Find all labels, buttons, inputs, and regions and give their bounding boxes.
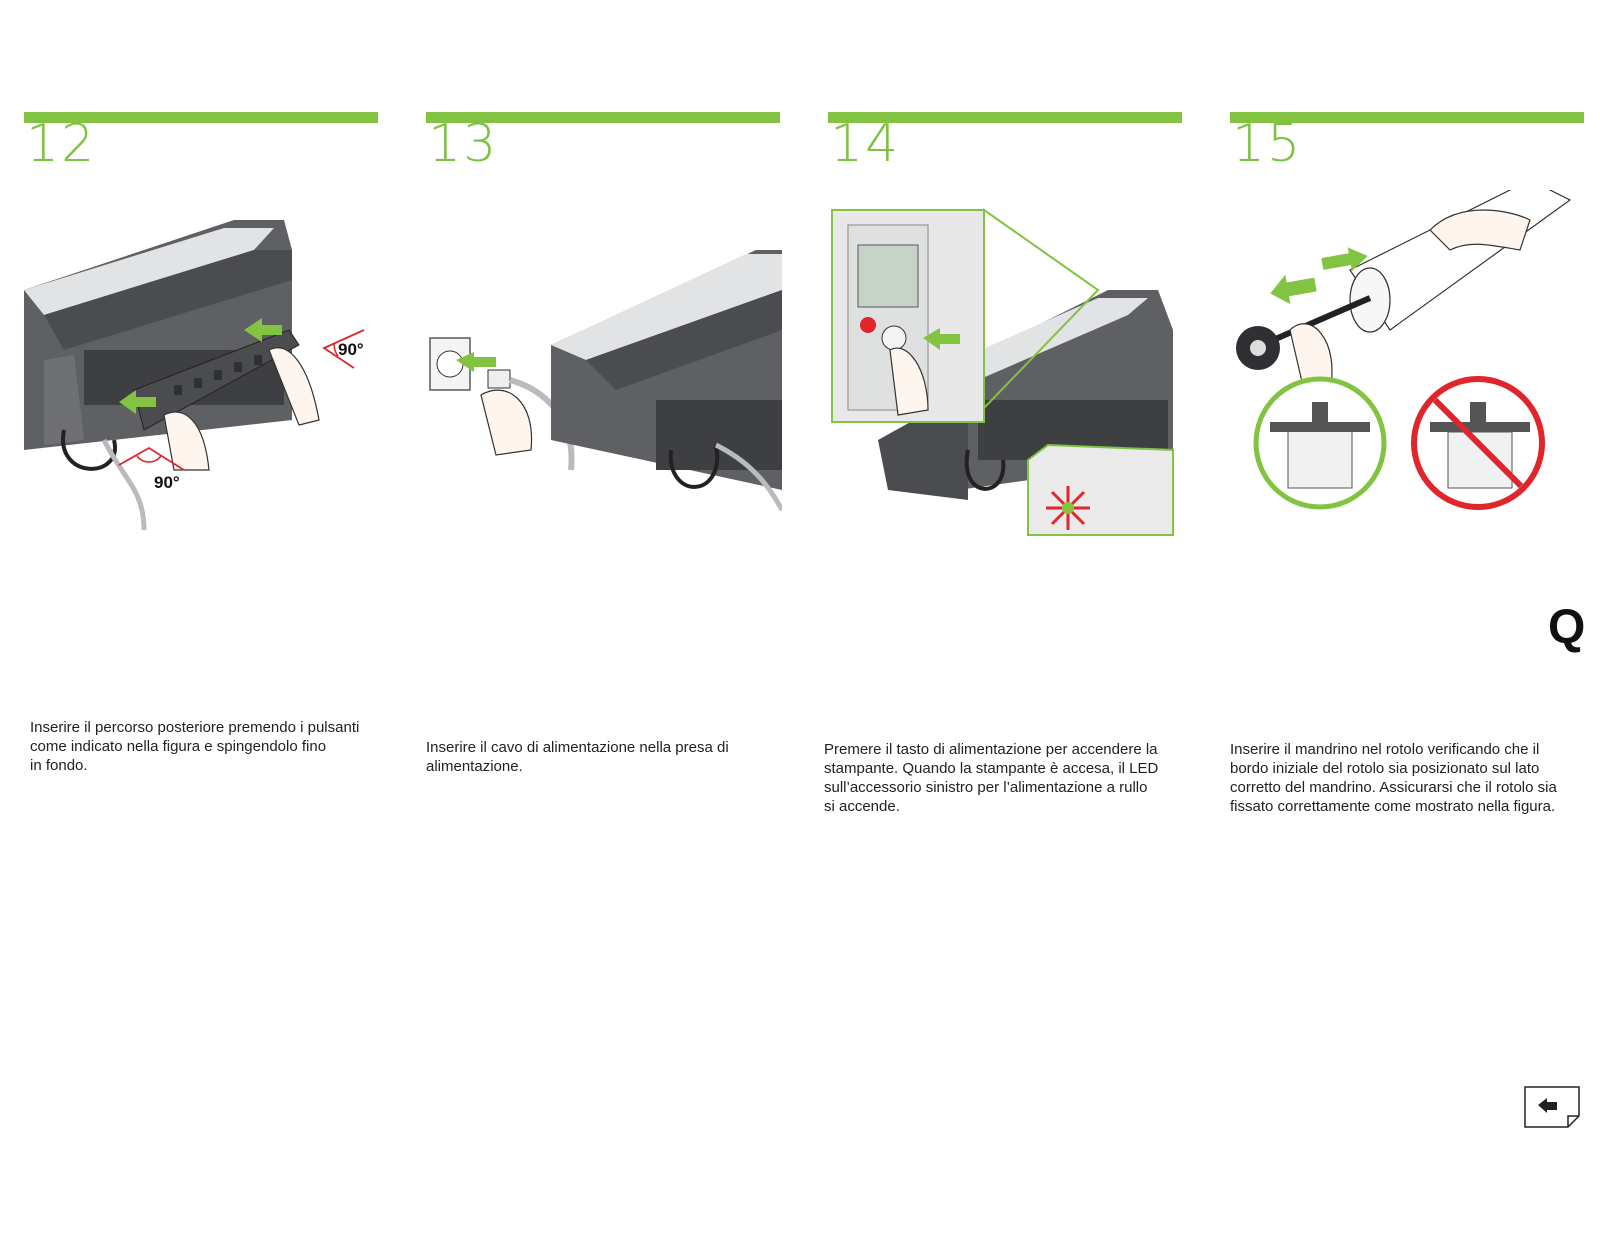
step-caption: Inserire il percorso posteriore premendo…	[30, 718, 386, 775]
caption-line: si accende.	[824, 798, 900, 815]
power-cord-illustration	[429, 250, 782, 512]
step-header-bar	[24, 112, 378, 123]
back-arrow-icon	[1524, 1086, 1580, 1128]
step-caption: Inserire il mandrino nel rotolo verifica…	[1230, 740, 1586, 816]
angle-label: 90°	[338, 340, 364, 359]
step-header-bar	[828, 112, 1182, 123]
step-header-bar	[1230, 112, 1584, 123]
step-caption: Premere il tasto di alimentazione per ac…	[824, 740, 1180, 816]
step-caption: Inserire il cavo di alimentazione nella …	[426, 738, 782, 776]
caption-line: in fondo.	[30, 757, 88, 774]
rear-path-illustration: 90° 90°	[24, 220, 365, 530]
caption-line: Inserire il cavo di alimentazione nella …	[426, 739, 729, 756]
caption-line: sull’accessorio sinistro per l’alimentaz…	[824, 779, 1148, 796]
caption-line: come indicato nella figura e spingendolo…	[30, 738, 327, 755]
step-number: 13	[428, 114, 499, 174]
caption-line: fissato correttamente come mostrato nell…	[1230, 798, 1556, 815]
caption-line: alimentazione.	[426, 758, 523, 775]
step-number: 15	[1232, 114, 1303, 174]
caption-line: bordo iniziale del rotolo sia posizionat…	[1230, 760, 1540, 777]
caption-line: Inserire il percorso posteriore premendo…	[30, 719, 360, 736]
angle-label: 90°	[154, 473, 180, 492]
caption-line: stampante. Quando la stampante è accesa,…	[824, 760, 1159, 777]
section-letter: Q	[1548, 601, 1586, 654]
power-button-illustration	[831, 208, 1174, 536]
step-header-bar	[426, 112, 780, 123]
caption-line: Premere il tasto di alimentazione per ac…	[824, 741, 1158, 758]
caption-line: Inserire il mandrino nel rotolo verifica…	[1230, 741, 1540, 758]
step-number: 14	[830, 114, 901, 174]
spindle-roll-illustration	[1236, 190, 1572, 510]
step-number: 12	[26, 114, 97, 174]
back-button[interactable]	[1524, 1086, 1580, 1128]
caption-line: corretto del mandrino. Assicurarsi che i…	[1230, 779, 1557, 796]
